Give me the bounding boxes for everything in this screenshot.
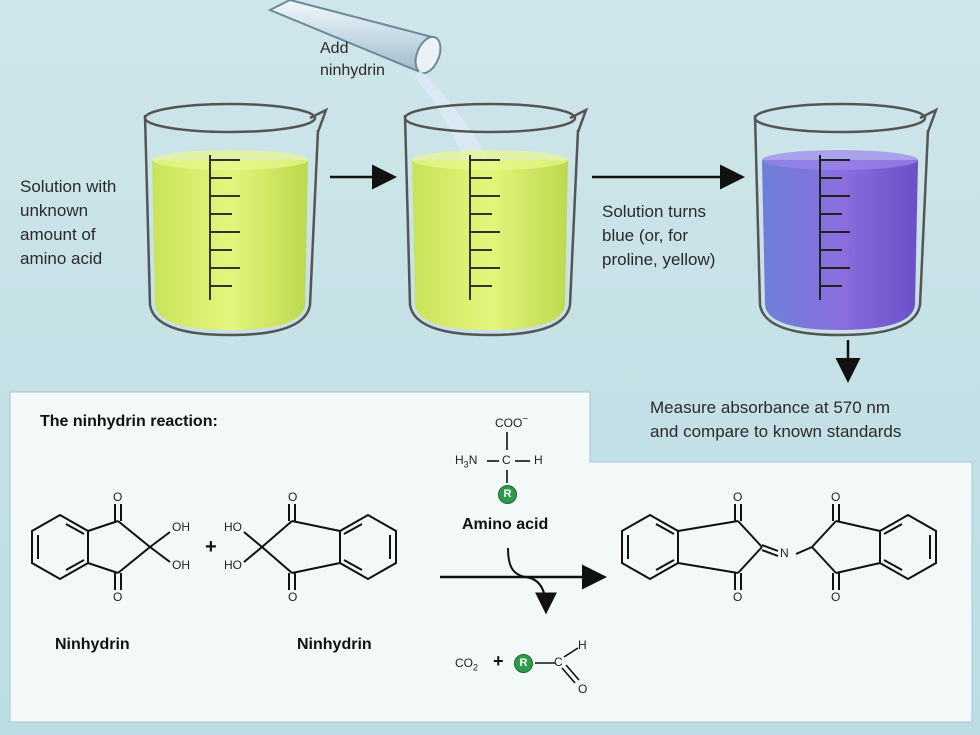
ninhydrin-left-label: Ninhydrin [55, 636, 130, 653]
o-label: O [733, 590, 743, 604]
plus-sign: + [493, 651, 504, 671]
reaction-title: The ninhydrin reaction: [40, 413, 218, 430]
o-label: O [733, 490, 743, 504]
aldehyde-bonds [535, 647, 580, 684]
o-label: O [113, 490, 123, 504]
ninhydrin-right-structure [243, 504, 397, 590]
oh-label: OH [172, 558, 190, 572]
ninhydrin-right-label: Ninhydrin [297, 636, 372, 653]
beaker-middle [403, 102, 589, 337]
aldehyde-c-label: C [554, 655, 563, 669]
reaction-panel [9, 391, 973, 723]
measure-label: Measure absorbance at 570 nm and compare… [650, 398, 902, 441]
solution-turns-label: Solution turns blue (or, for proline, ye… [602, 202, 716, 269]
o-label: O [288, 490, 298, 504]
r-group-badge: R [498, 485, 517, 504]
co2-label: CO2 [455, 656, 479, 673]
n-label: N [780, 546, 789, 560]
coo-label: COO− [495, 414, 529, 430]
alpha-c-label: C [502, 453, 511, 467]
aldehyde-o-label: O [578, 682, 588, 696]
plus-sign: + [205, 536, 217, 558]
ho-label: HO [224, 558, 242, 572]
h-label: H [534, 453, 543, 467]
aldehyde-h-label: H [578, 638, 587, 652]
beaker-left [143, 102, 329, 337]
amino-acid-bonds [487, 432, 530, 483]
beaker-right [753, 102, 939, 337]
r-group-badge: R [514, 654, 533, 673]
o-label: O [288, 590, 298, 604]
ninhydrin-left-structure [31, 504, 171, 590]
add-ninhydrin-label: Add ninhydrin [320, 40, 385, 79]
o-label: O [831, 490, 841, 504]
branch-out [525, 575, 557, 615]
solution-unknown-label: Solution with unknown amount of amino ac… [20, 177, 117, 268]
o-label: O [113, 590, 123, 604]
o-label: O [831, 590, 841, 604]
amino-acid-label: Amino acid [462, 516, 549, 533]
h3n-label: H3N [455, 453, 478, 470]
branch-in [507, 547, 527, 578]
oh-label: OH [172, 520, 190, 534]
product-structure [621, 504, 937, 590]
ho-label: HO [224, 520, 242, 534]
